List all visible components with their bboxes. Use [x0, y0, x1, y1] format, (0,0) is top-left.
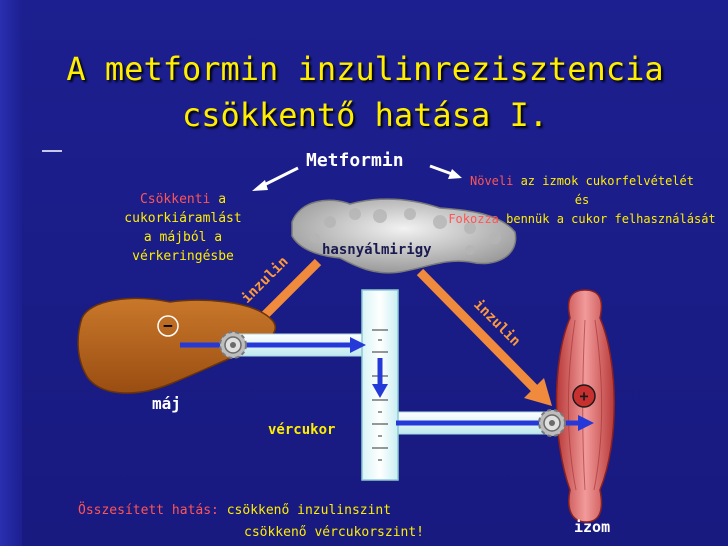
insulin-label-right: inzulin — [470, 297, 523, 350]
svg-text:−: − — [163, 316, 173, 335]
slide-accent-line — [42, 150, 62, 152]
title-line-2: csökkentő hatása I. — [181, 96, 549, 134]
metformin-arrow-left — [252, 166, 299, 191]
liver-effect-text: Csökkenti a cukorkiáramlást a májból a v… — [124, 192, 242, 264]
slide-accent-bar — [0, 0, 22, 546]
muscle-effect-text: Növeli az izmok cukorfelvételét és Fokoz… — [448, 174, 716, 226]
metformin-arrow-right — [429, 164, 462, 179]
summary-line-2: csökkenő vércukorszint! — [244, 525, 425, 540]
blood-sugar-down-arrow — [372, 358, 388, 398]
minus-sign-icon: − — [157, 315, 179, 337]
muscle-gear-icon — [538, 409, 566, 437]
muscle-effect-highlight-2: Fokozza — [448, 212, 499, 226]
title-line-1: A metformin inzulinrezisztencia — [66, 50, 664, 88]
svg-text:+: + — [579, 387, 588, 405]
pancreas-organ — [291, 198, 517, 274]
insulin-arrow-to-muscle — [416, 268, 552, 406]
pancreas-label: hasnyálmirigy — [322, 242, 432, 258]
slide-title: A metformin inzulinrezisztencia csökkent… — [40, 46, 690, 138]
summary-label: Összesített hatás: — [78, 503, 219, 518]
liver-label: máj — [152, 394, 181, 413]
liver-gear-icon — [219, 331, 247, 359]
liver-output-arrow — [180, 337, 366, 353]
summary-text: Összesített hatás: csökkenő inzulinszint… — [78, 500, 424, 544]
metformin-label: Metformin — [306, 150, 404, 171]
blood-sugar-label: vércukor — [268, 422, 336, 438]
liver-effect-highlight: Csökkenti — [139, 192, 211, 207]
muscle-label: izom — [574, 518, 611, 536]
summary-line-1: csökkenő inzulinszint — [226, 503, 392, 518]
plus-sign-icon: + — [572, 384, 596, 408]
muscle-effect-highlight-1: Növeli — [470, 174, 514, 188]
